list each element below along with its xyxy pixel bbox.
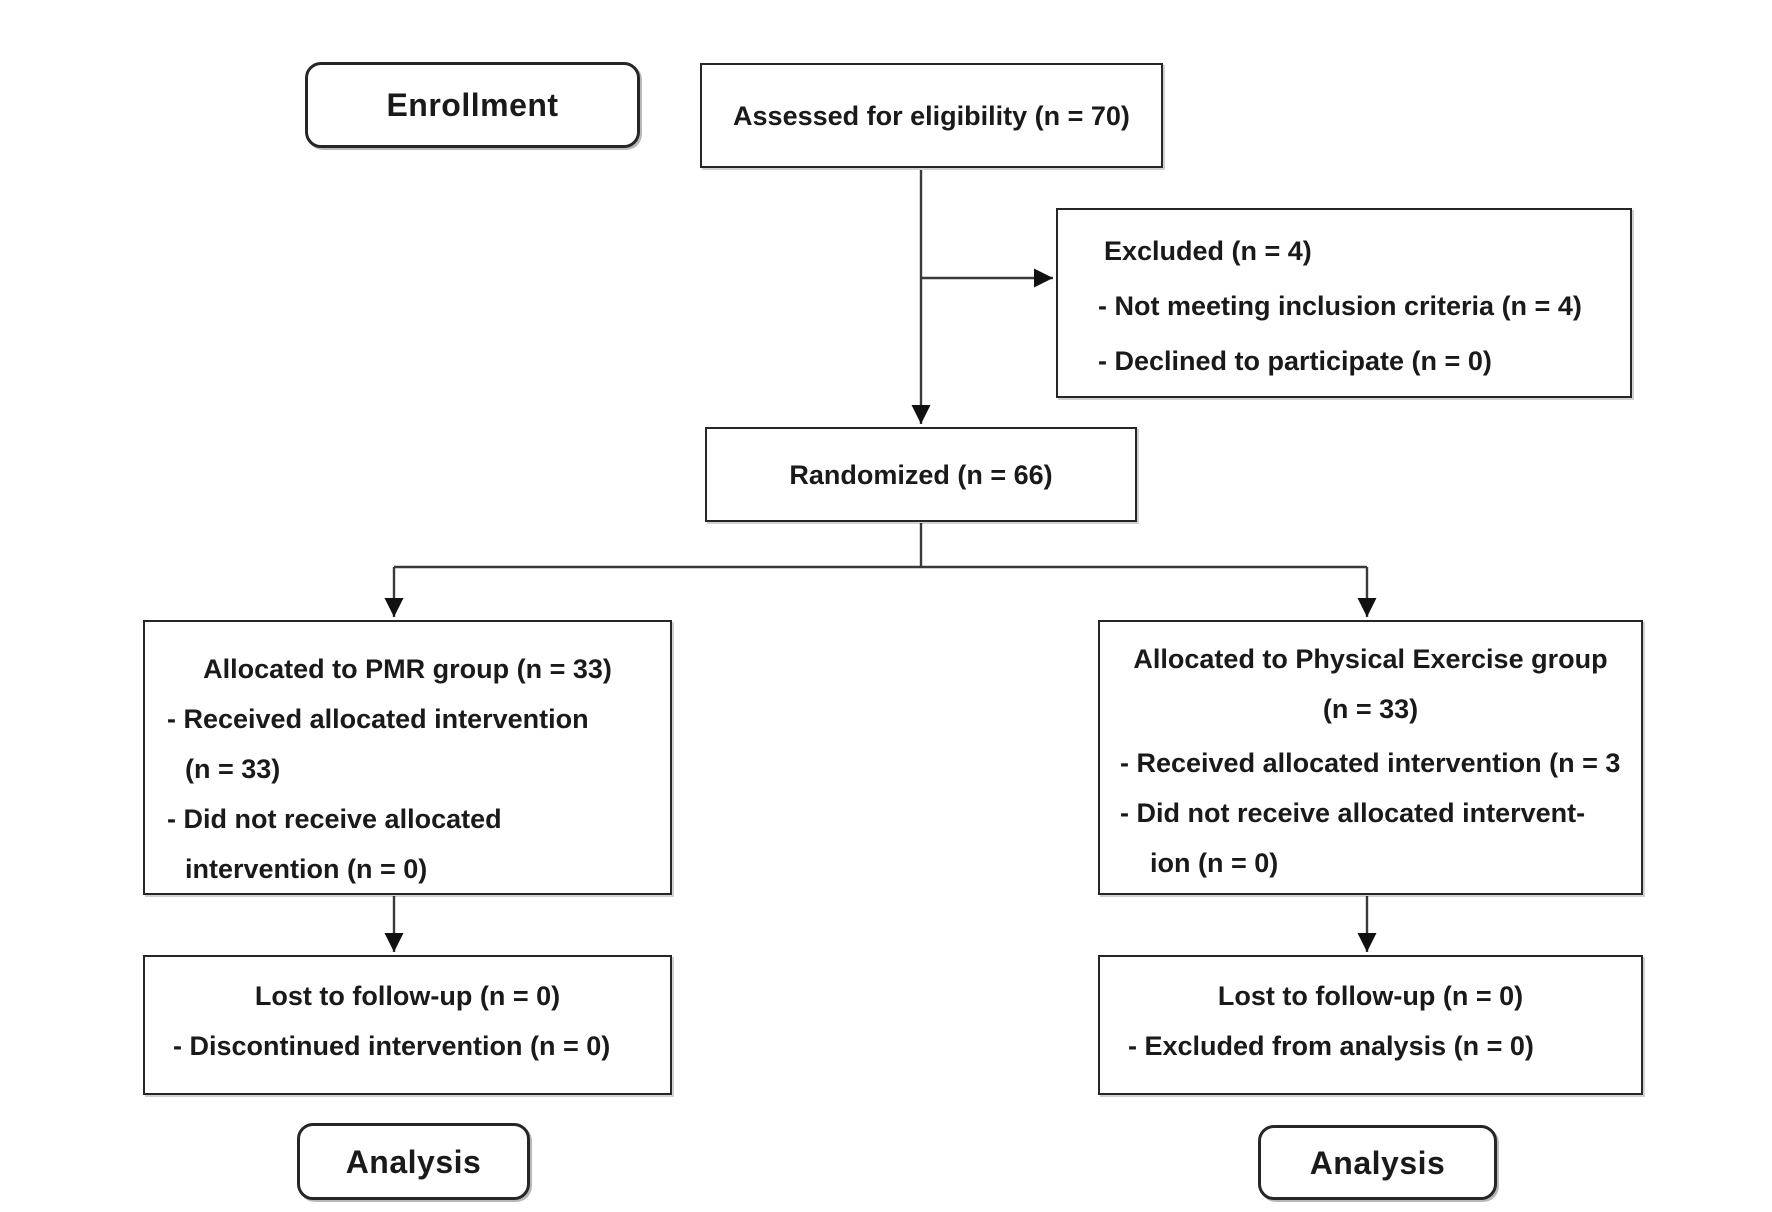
enrollment-stage-box: Enrollment [305, 62, 640, 148]
excluded-item-declined: - Declined to participate (n = 0) [1098, 346, 1492, 376]
allocation-pmr-received-line: - Received allocated intervention [167, 704, 589, 734]
allocation-exercise-received-line: - Received allocated intervention (n = 3 [1120, 748, 1621, 778]
excluded-item-not-meeting-criteria: - Not meeting inclusion criteria (n = 4) [1098, 291, 1582, 321]
allocation-exercise-title-line1: Allocated to Physical Exercise group [1133, 644, 1608, 674]
enrollment-stage-label: Enrollment [386, 87, 559, 123]
randomized-text: Randomized (n = 66) [789, 459, 1053, 490]
excluded-title: Excluded (n = 4) [1104, 236, 1312, 266]
followup-pmr-title: Lost to follow-up (n = 0) [254, 981, 561, 1011]
followup-exercise-title: Lost to follow-up (n = 0) [1217, 981, 1524, 1011]
allocation-exercise-box: Allocated to Physical Exercise group (n … [1098, 620, 1643, 895]
allocation-exercise-title-line2: (n = 33) [1322, 694, 1419, 724]
analysis-stage-box-exercise: Analysis [1258, 1125, 1497, 1200]
followup-pmr-discontinued-line: - Discontinued intervention (n = 0) [173, 1031, 611, 1061]
followup-exercise-excluded-line: - Excluded from analysis (n = 0) [1128, 1031, 1534, 1061]
allocation-exercise-not-received-count: ion (n = 0) [1150, 848, 1279, 878]
analysis-stage-box-pmr: Analysis [297, 1123, 530, 1200]
allocation-exercise-not-received-line: - Did not receive allocated intervent- [1120, 798, 1586, 828]
randomized-box: Randomized (n = 66) [705, 427, 1137, 522]
assessed-eligibility-text: Assessed for eligibility (n = 70) [733, 100, 1130, 131]
allocation-pmr-not-received-line: - Did not receive allocated [167, 804, 502, 834]
followup-exercise-box: Lost to follow-up (n = 0) - Excluded fro… [1098, 955, 1643, 1095]
allocation-pmr-title: Allocated to PMR group (n = 33) [203, 654, 612, 684]
allocation-pmr-box: Allocated to PMR group (n = 33) - Receiv… [143, 620, 672, 895]
analysis-stage-label-pmr: Analysis [345, 1143, 482, 1180]
analysis-stage-label-exercise: Analysis [1309, 1144, 1446, 1181]
allocation-pmr-received-count: (n = 33) [185, 754, 281, 784]
allocation-pmr-not-received-count: intervention (n = 0) [185, 854, 428, 884]
assessed-eligibility-box: Assessed for eligibility (n = 70) [700, 63, 1163, 168]
excluded-box: Excluded (n = 4) - Not meeting inclusion… [1056, 208, 1632, 398]
followup-pmr-box: Lost to follow-up (n = 0) - Discontinued… [143, 955, 672, 1095]
